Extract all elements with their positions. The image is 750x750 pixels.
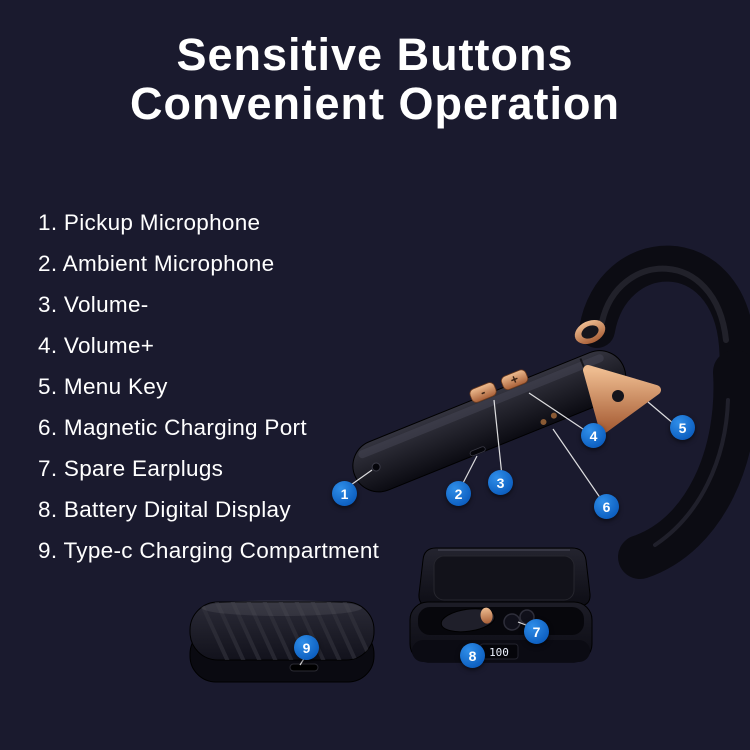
callout-line-5 [647,401,675,425]
type-c-port [289,663,319,672]
volume-minus-button [469,382,497,403]
copper-ring [574,319,606,345]
feature-item-6: 6. Magnetic Charging Port [38,415,307,440]
callout-badge-1: 1 [332,481,357,506]
title-line-1: Sensitive Buttons [176,29,574,80]
spare-earplug-1 [503,613,521,631]
callout-badge-5: 5 [670,415,695,440]
callout-line-4 [528,392,587,432]
feature-item-7: 7. Spare Earplugs [38,456,224,481]
title-line-2: Convenient Operation [129,78,621,129]
volume-plus-button [501,369,529,391]
ear-hook-lower [618,350,750,579]
closed-case-illustration [189,600,375,683]
ear-hook-rib [653,398,730,547]
feature-item-4: 4. Volume+ [38,333,155,358]
callout-badge-3: 3 [488,470,513,495]
charging-contact-1 [540,418,547,425]
callout-badge-7: 7 [524,619,549,644]
callout-badge-9: 9 [294,635,319,660]
feature-item-9: 9. Type-c Charging Compartment [38,538,380,563]
feature-item-8: 8. Battery Digital Display [38,497,291,522]
feature-item-3: 3. Volume- [38,292,149,317]
boom-body: - + [352,350,627,493]
ear-hook-highlight [599,265,729,343]
feature-item-1: 1. Pickup Microphone [38,210,261,235]
open-case-illustration: 100 [409,547,593,663]
callout-badge-2: 2 [446,481,471,506]
callout-badge-4: 4 [581,423,606,448]
menu-key-vent [612,390,624,402]
earpiece-in-case [440,607,496,633]
charging-contact-2 [550,412,557,419]
callout-badge-6: 6 [594,494,619,519]
volume-minus-label: - [478,384,488,400]
battery-display-value: 100 [489,646,509,659]
callout-badge-8: 8 [460,643,485,668]
feature-list: 1. Pickup Microphone 2. Ambient Micropho… [38,202,379,571]
feature-item-5: 5. Menu Key [38,374,168,399]
pickup-microphone-hole [371,462,381,472]
title-block: Sensitive Buttons Convenient Operation [0,30,750,128]
callout-line-3 [493,399,503,477]
callout-line-6 [552,428,602,500]
feature-item-2: 2. Ambient Microphone [38,251,275,276]
headset-illustration: - + [352,245,750,579]
ambient-microphone-slot [469,446,486,457]
